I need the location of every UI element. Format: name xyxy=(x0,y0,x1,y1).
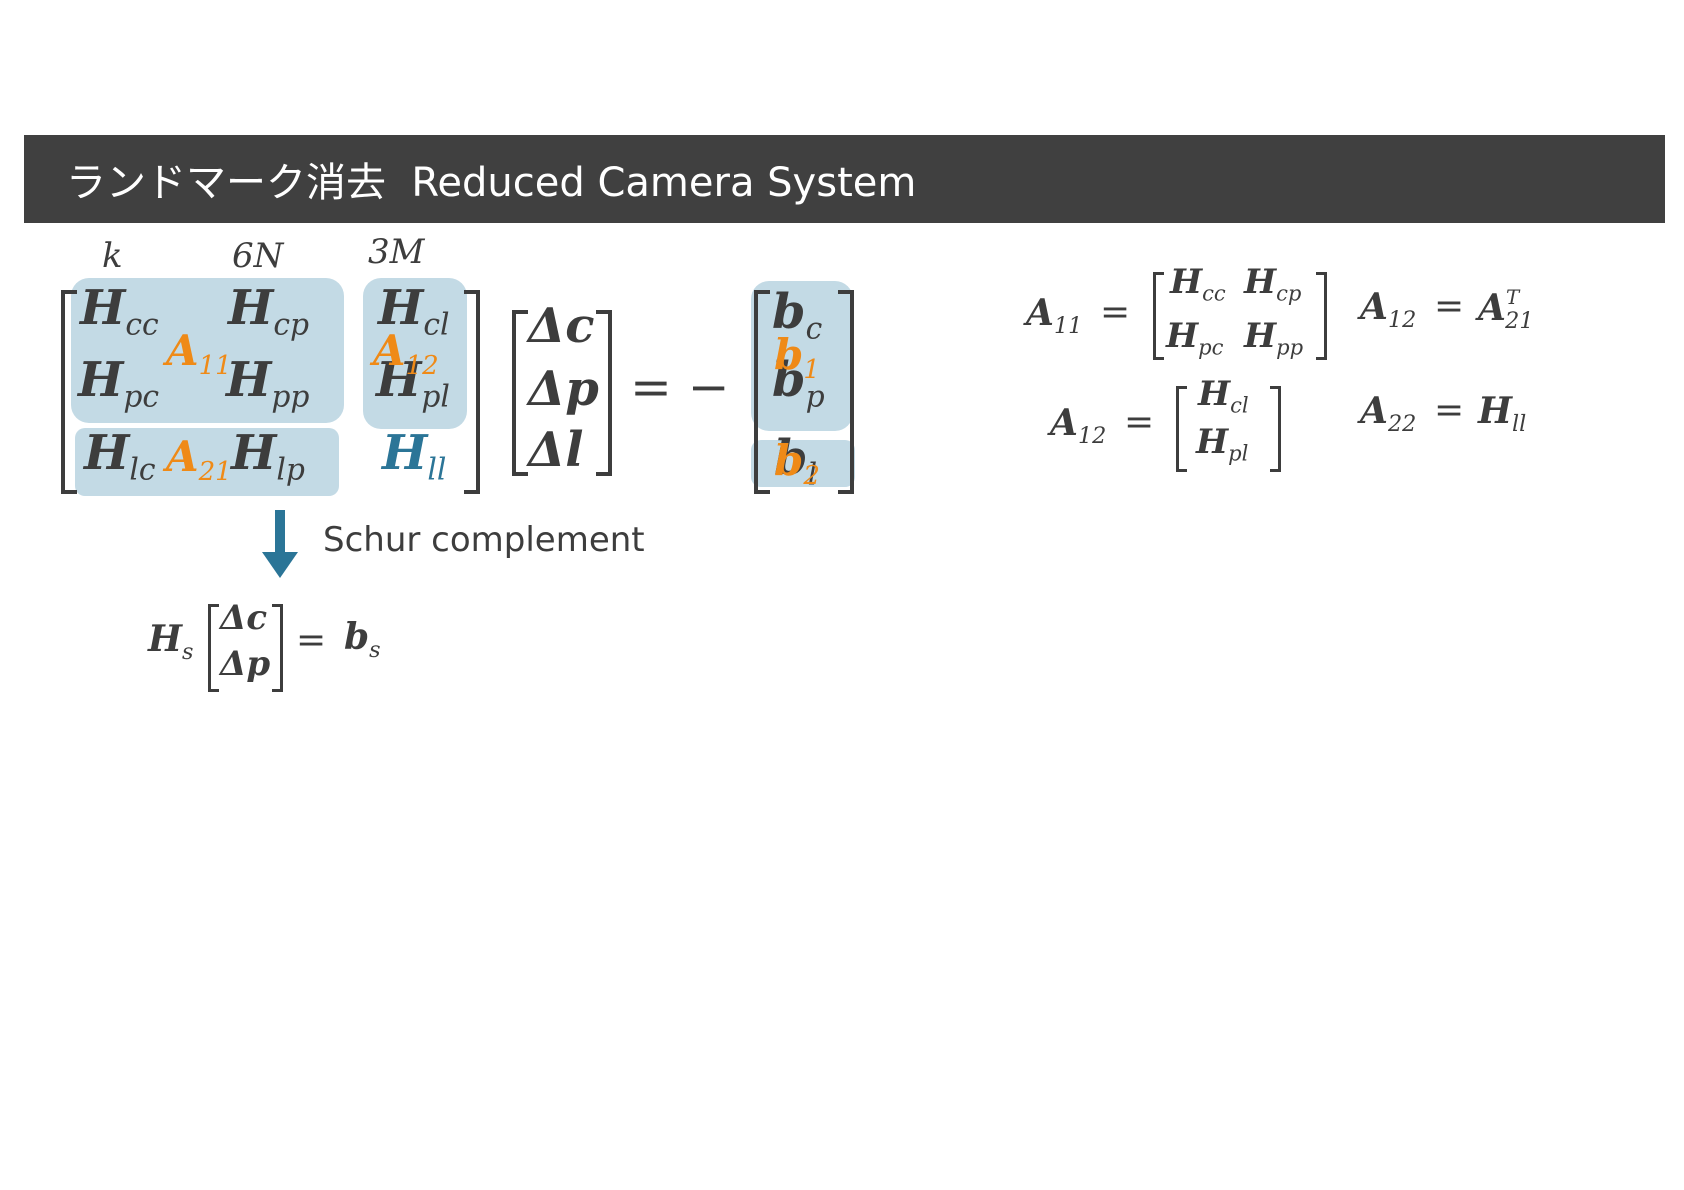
dim-k: k xyxy=(102,236,123,276)
entry-bp: bp xyxy=(772,352,825,415)
def-a12t-lhs: A12 xyxy=(1360,286,1417,333)
reduced-left-bracket xyxy=(208,604,219,692)
reduced-bs: bs xyxy=(344,616,381,663)
def-hcc: Hcc xyxy=(1170,262,1226,306)
entry-hll: Hll xyxy=(382,425,447,488)
entry-hlc: Hlc xyxy=(84,425,156,488)
def-a11-lhs: A11 xyxy=(1026,292,1083,339)
title-bar: ランドマーク消去 Reduced Camera System xyxy=(24,135,1665,223)
entry-hpl: Hpl xyxy=(376,352,450,415)
def-a12t-equals: = xyxy=(1434,286,1465,327)
reduced-dc: Δc xyxy=(220,598,268,638)
def-hcl: Hcl xyxy=(1198,374,1249,418)
def-a12-left-bracket xyxy=(1176,386,1187,472)
label-a11: A11 xyxy=(166,326,232,382)
reduced-right-bracket xyxy=(272,604,283,692)
entry-hpp: Hpp xyxy=(226,352,310,415)
entry-hcc: Hcc xyxy=(80,280,159,343)
def-a11-right-bracket xyxy=(1316,272,1327,360)
delta-c: Δc xyxy=(528,298,595,354)
label-b2: b2 xyxy=(774,436,820,492)
def-a22-equals: = xyxy=(1434,390,1465,431)
delta-l: Δl xyxy=(528,422,584,478)
block-a21-highlight xyxy=(75,428,339,496)
def-a22-lhs: A22 xyxy=(1360,390,1417,437)
def-a12-lhs: A12 xyxy=(1050,402,1107,449)
h-matrix-right-bracket xyxy=(464,290,480,494)
equals-minus-sign: = − xyxy=(630,358,730,416)
def-hpl: Hpl xyxy=(1196,422,1249,466)
entry-bc: bc xyxy=(772,284,823,347)
entry-hlp: Hlp xyxy=(231,425,305,488)
def-a11-left-bracket xyxy=(1153,272,1164,360)
def-hcp: Hcp xyxy=(1244,262,1302,306)
block-a12-highlight xyxy=(363,278,467,429)
def-a12-equals: = xyxy=(1124,402,1155,443)
entry-hpc: Hpc xyxy=(78,352,160,415)
entry-bl: bl xyxy=(774,430,818,493)
dim-3m: 3M xyxy=(368,232,425,272)
delta-p: Δp xyxy=(528,361,599,417)
def-a21-transpose: AT21 xyxy=(1478,286,1534,334)
delta-right-bracket xyxy=(596,310,612,476)
block-b1-highlight xyxy=(751,281,853,431)
reduced-hs: Hs xyxy=(148,618,194,665)
def-hll: Hll xyxy=(1478,390,1527,437)
label-a21: A21 xyxy=(166,432,232,488)
block-b2-highlight xyxy=(751,440,855,487)
label-b1: b1 xyxy=(774,330,820,386)
dim-6n: 6N xyxy=(232,236,284,276)
reduced-equals: = xyxy=(296,620,327,661)
def-hpp: Hpp xyxy=(1244,316,1304,360)
reduced-dp: Δp xyxy=(220,644,271,684)
block-a11-highlight xyxy=(71,278,344,423)
slide-title: ランドマーク消去 Reduced Camera System xyxy=(66,160,917,206)
def-a12-right-bracket xyxy=(1270,386,1281,472)
b-right-bracket xyxy=(838,290,854,494)
schur-complement-label: Schur complement xyxy=(323,520,645,560)
def-hpc: Hpc xyxy=(1166,316,1224,360)
h-matrix-left-bracket xyxy=(61,290,77,494)
b-left-bracket xyxy=(754,290,770,494)
entry-hcl: Hcl xyxy=(378,280,450,343)
delta-left-bracket xyxy=(512,310,528,476)
def-a11-equals: = xyxy=(1100,292,1131,333)
entry-hcp: Hcp xyxy=(228,280,310,343)
label-a12: A12 xyxy=(373,326,439,382)
down-arrow-icon xyxy=(262,510,298,578)
